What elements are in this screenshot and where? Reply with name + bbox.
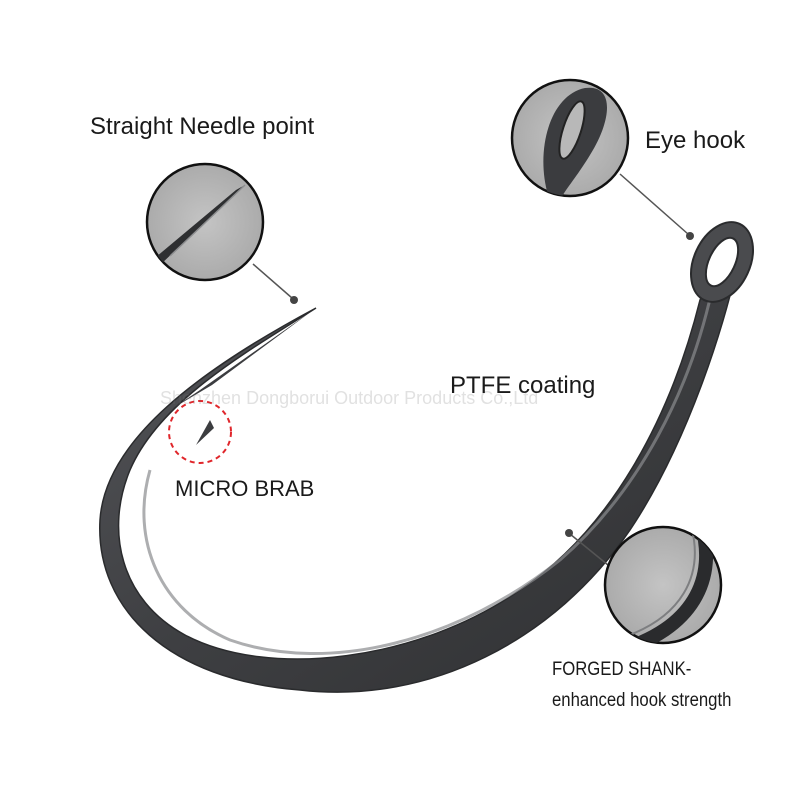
callout-lines [252, 173, 689, 566]
needle-point-label: Straight Needle point [90, 113, 315, 140]
forged-shank-sublabel: enhanced hook strength [552, 690, 732, 711]
barb-highlight-circle [168, 400, 232, 464]
micro-barb-label: MICRO BRAB [175, 476, 315, 501]
hook-highlight [142, 289, 714, 656]
ptfe-coating-label: PTFE coating [450, 372, 596, 399]
eye-hook-label: Eye hook [645, 127, 746, 154]
hook-eye [690, 221, 754, 303]
callout-dots [290, 232, 694, 537]
fishing-hook [99, 221, 754, 693]
forged-shank-label: FORGED SHANK- [552, 659, 692, 680]
watermark: Shenzhen Dongborui Outdoor Products Co.,… [160, 388, 539, 408]
hook-barb [196, 420, 214, 445]
eye-hook-callout [510, 78, 630, 198]
needle-point-callout [145, 162, 265, 282]
